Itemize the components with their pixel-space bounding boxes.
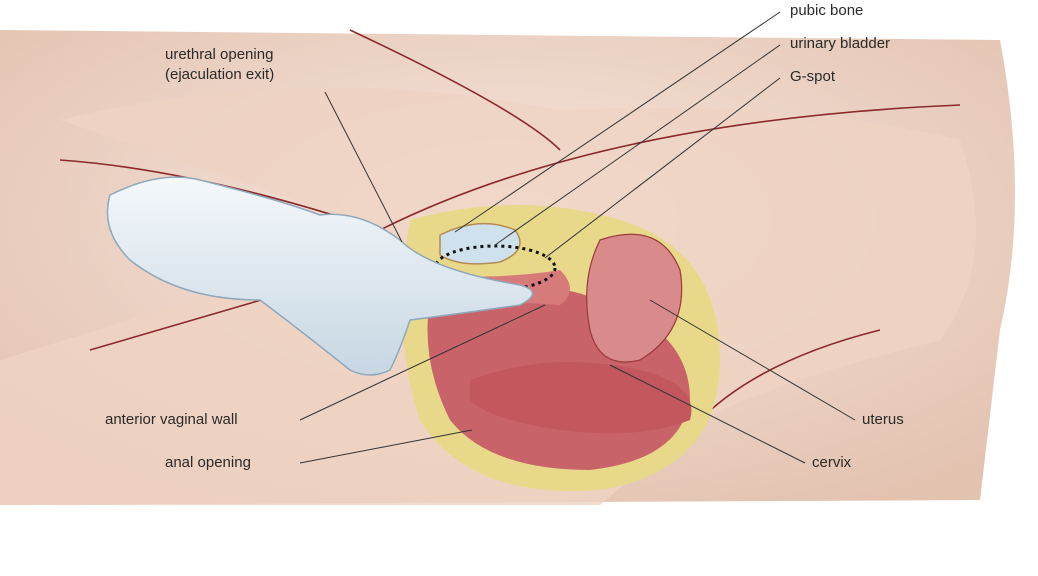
label-urethral-opening: urethral opening [165, 46, 274, 63]
label-pubic-bone: pubic bone [790, 2, 864, 19]
label-anterior-vaginal-wall: anterior vaginal wall [105, 411, 238, 428]
leader-anterior-vaginal-wall [299, 304, 546, 421]
leader-pubic-bone [454, 11, 781, 233]
leader-urethral-opening [324, 91, 403, 243]
gloved-hand [106, 176, 534, 376]
leader-uterus [649, 299, 856, 421]
leader-anal-opening [299, 429, 473, 464]
leader-g-spot [544, 77, 781, 259]
label-g-spot: G-spot [790, 68, 836, 85]
label-anal-opening: anal opening [165, 454, 251, 471]
leader-cervix [609, 364, 806, 464]
label-ejaculation-exit: (ejaculation exit) [165, 66, 275, 83]
label-cervix: cervix [812, 454, 852, 471]
leader-lines [299, 11, 856, 464]
bladder-shape [439, 222, 521, 265]
leader-urinary-bladder [494, 44, 781, 246]
label-urinary-bladder: urinary bladder [790, 35, 891, 52]
label-uterus: uterus [862, 411, 904, 428]
uterus-shape [586, 233, 683, 363]
rectum-shape [470, 362, 692, 434]
